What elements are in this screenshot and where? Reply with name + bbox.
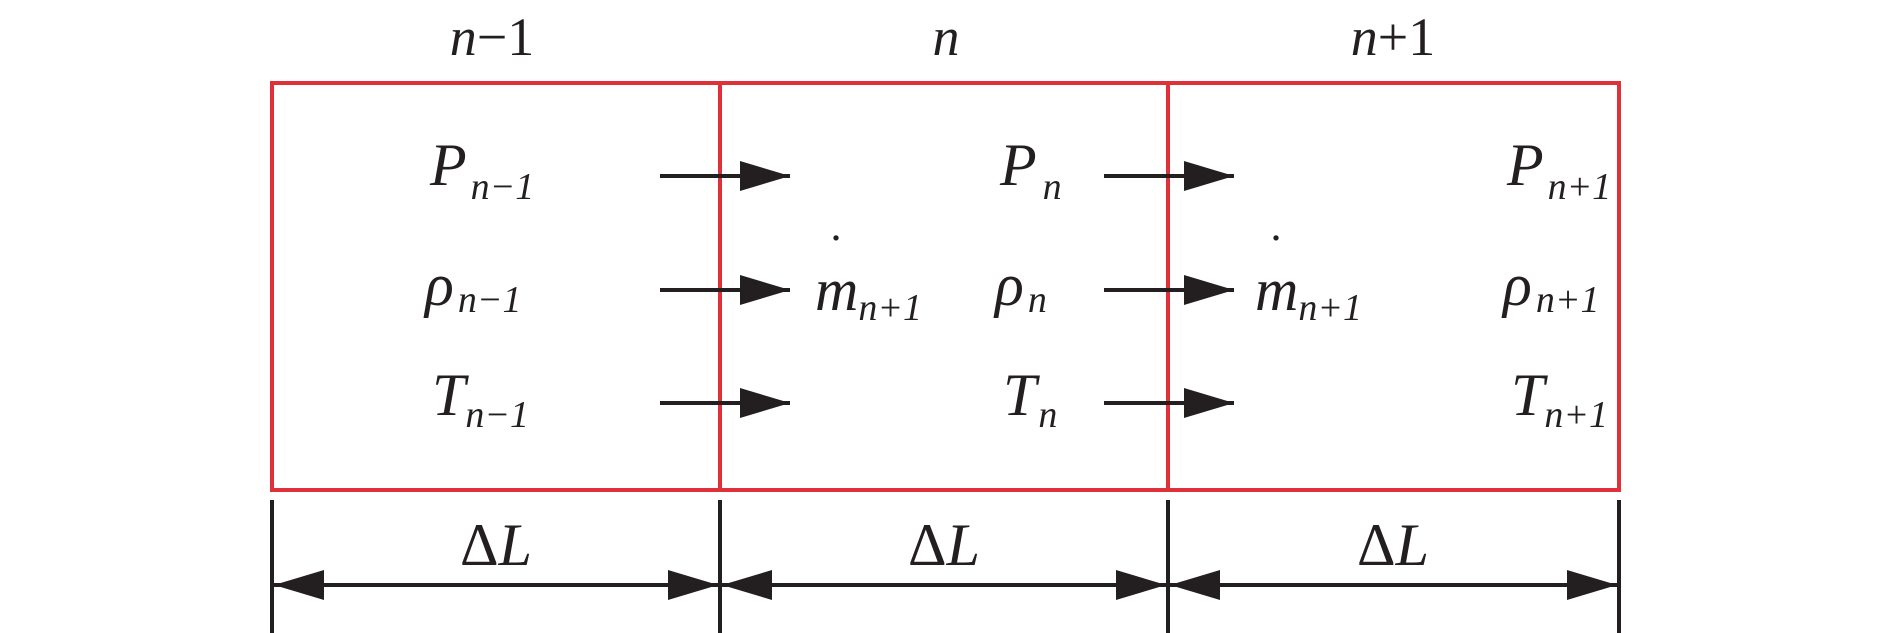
mass-flow-dot: ˙ (828, 223, 845, 279)
cell-index-label: n−1 (450, 7, 534, 67)
cell-box (1166, 81, 1621, 492)
temperature-label: Tn+1 (1511, 362, 1608, 436)
temperature-label: Tn (1003, 362, 1057, 436)
cell-box (718, 81, 1170, 492)
cell-index-label: n+1 (1351, 7, 1435, 67)
control-volume-cells (270, 81, 1621, 492)
cell-index-label: n (933, 7, 960, 67)
temperature-label: Tn−1 (432, 362, 529, 436)
delta-l-label: ΔL (1357, 512, 1429, 578)
flow-arrows (660, 161, 1234, 418)
dimension-lines (270, 500, 1621, 633)
delta-l-label: ΔL (460, 512, 532, 578)
mass-flow-label: mn+1 (815, 257, 922, 329)
delta-l-label: ΔL (908, 512, 980, 578)
mass-flow-dot: ˙ (1268, 223, 1285, 279)
mass-flow-label: mn+1 (1255, 257, 1362, 329)
